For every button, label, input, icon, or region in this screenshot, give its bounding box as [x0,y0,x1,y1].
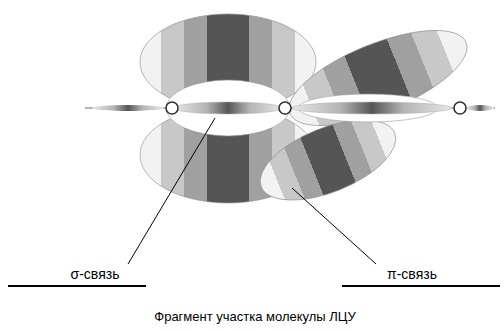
figure-caption: Фрагмент участка молекулы ЛЦУ [154,309,355,324]
bond-label: σ-связь [71,266,120,282]
leader-line [292,188,376,264]
underline [8,285,146,287]
leader-line [128,118,215,264]
bond-label: π-связь [387,266,437,282]
underline [342,285,500,287]
